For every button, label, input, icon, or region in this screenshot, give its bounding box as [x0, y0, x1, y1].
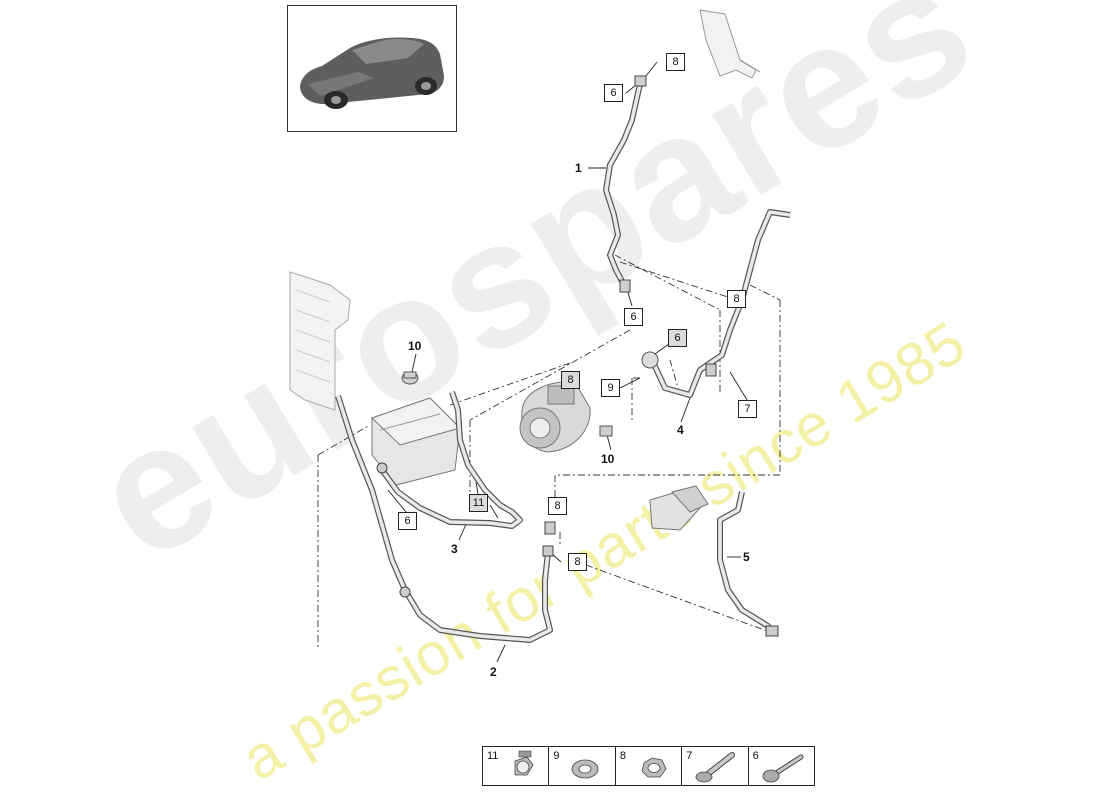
- callout-bolt-6: 6: [604, 84, 623, 102]
- hex-nut-icon: [641, 757, 667, 778]
- callout-bolt-6: 6: [624, 308, 643, 326]
- ac-pipe-1: [603, 75, 647, 293]
- part-label-4: 4: [677, 423, 684, 437]
- legend-number: 6: [752, 750, 759, 762]
- torx-bolt-icon: [762, 754, 804, 783]
- callout-nut-8: 8: [727, 290, 746, 308]
- part-label-10: 10: [408, 339, 422, 353]
- part-label-2: 2: [490, 665, 497, 679]
- callout-bolt-6: 6: [668, 329, 687, 347]
- legend-item: 8: [616, 747, 683, 785]
- legend-item: 11: [483, 747, 550, 785]
- legend-item: 6: [749, 747, 814, 785]
- callout-nut-8: 8: [666, 53, 685, 71]
- legend-number: 8: [619, 750, 626, 762]
- ac-compressor: [519, 381, 591, 453]
- expansion-valve: [649, 485, 709, 531]
- callout-clip-11: 11: [469, 494, 488, 512]
- condenser: [289, 271, 351, 411]
- guide-line: [449, 362, 571, 406]
- collar-bolt-icon: [695, 752, 736, 783]
- guide-line: [317, 424, 371, 456]
- legend-item: 7: [682, 747, 749, 785]
- legend-number: 11: [487, 750, 499, 762]
- callout-nut-8: 8: [568, 553, 587, 571]
- legend-number: 7: [686, 750, 693, 762]
- receiver-dryer: [371, 397, 461, 486]
- vehicle-thumbnail: [287, 5, 457, 132]
- hardware-legend: 11 9 8 7: [482, 746, 815, 786]
- callout-seal-9: 9: [601, 379, 620, 397]
- guide-line: [585, 564, 771, 633]
- suv-icon: [300, 37, 444, 109]
- guide-line: [749, 284, 781, 301]
- legend-number: 9: [553, 750, 560, 762]
- callout-nut-8: 8: [548, 497, 567, 515]
- part-label-1: 1: [575, 161, 582, 175]
- part-label-10: 10: [601, 452, 615, 466]
- ac-pipe-3: [376, 391, 523, 529]
- callout-bolt-7: 7: [738, 400, 757, 418]
- clip-icon: [514, 750, 534, 776]
- pressure-sensor: [401, 371, 613, 437]
- part-label-5: 5: [743, 550, 750, 564]
- guide-line: [469, 329, 631, 421]
- callout-nut-8: 8: [561, 371, 580, 389]
- guide-line: [614, 254, 721, 311]
- ac-pipe-5: [717, 491, 779, 637]
- mounting-bracket-top: [699, 9, 761, 79]
- legend-item: 9: [549, 747, 616, 785]
- guide-line: [619, 261, 738, 301]
- ac-pipe-4: [641, 209, 791, 398]
- sealing-ring-icon: [572, 759, 599, 779]
- callout-bolt-6: 6: [398, 512, 417, 530]
- ac-pipe-2: [335, 395, 556, 643]
- part-label-3: 3: [451, 542, 458, 556]
